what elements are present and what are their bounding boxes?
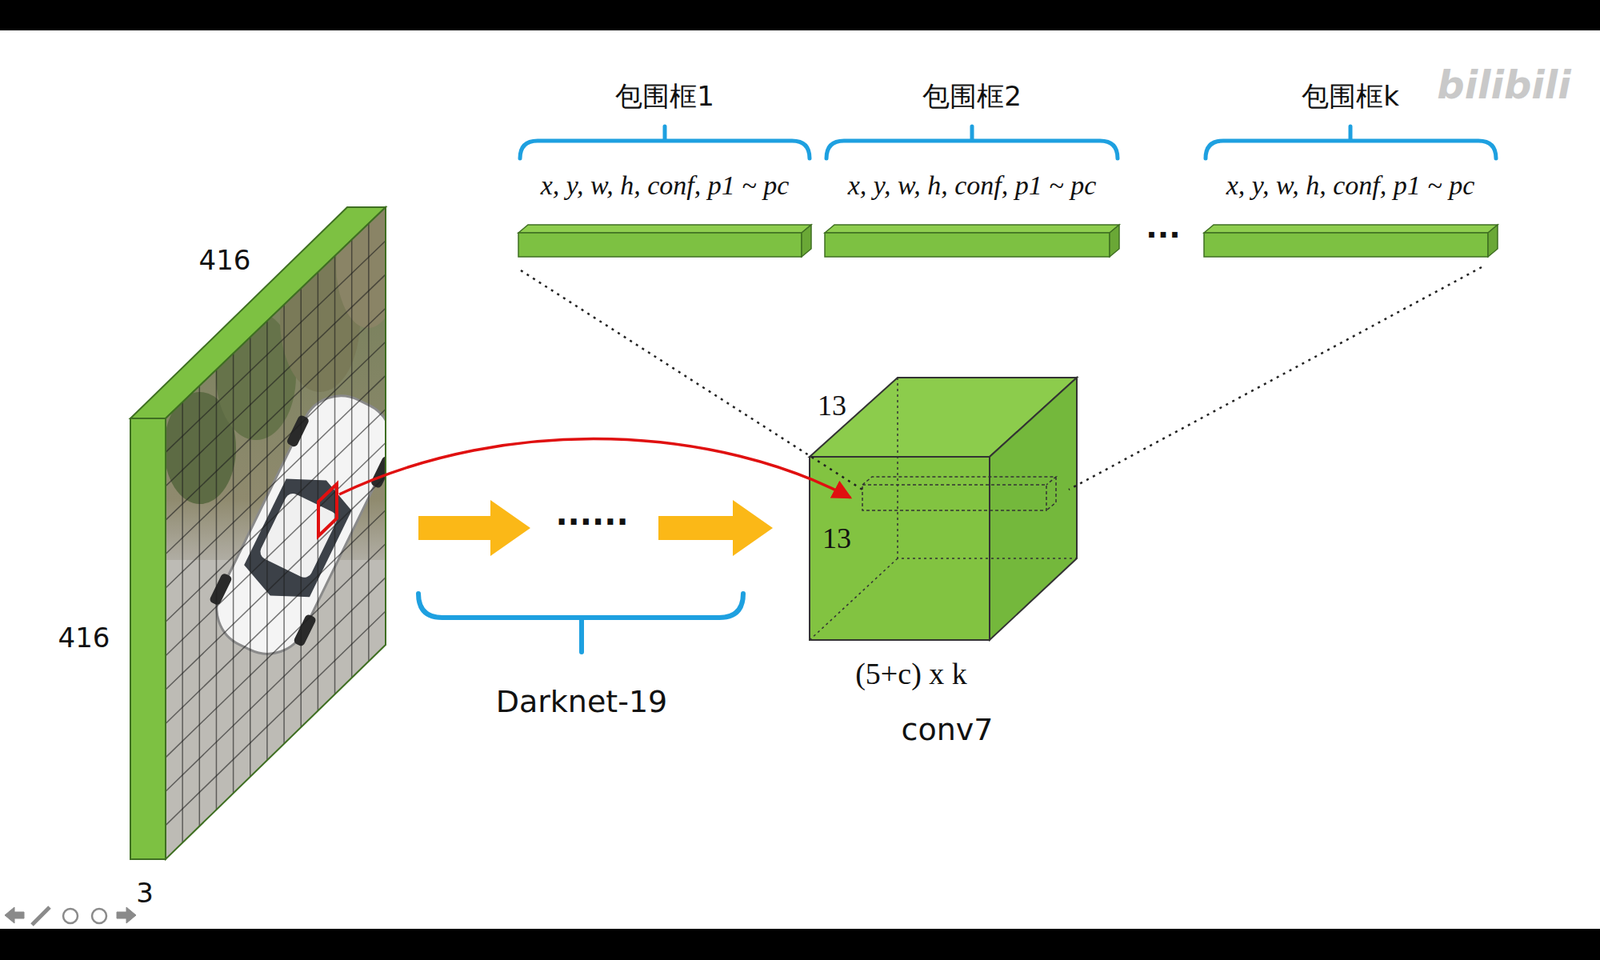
grid-line (300, 288, 302, 728)
grid-line (368, 223, 370, 661)
bracket (520, 126, 810, 159)
grid-line (283, 304, 285, 744)
player-controls (4, 907, 136, 925)
dimension-label: 416 (199, 244, 252, 277)
module-label: Darknet-19 (496, 684, 668, 721)
vector-bar (518, 224, 812, 257)
bbox-vector: 包围框2 x, y, w, h, conf, p1 ~ pc (824, 76, 1120, 260)
layer-name: conv7 (901, 712, 994, 749)
grid-line (216, 369, 218, 810)
input-image-node: 416 416 3 (48, 200, 400, 920)
top-bar (0, 0, 1600, 31)
bracket (826, 126, 1118, 159)
grid-line (351, 240, 353, 679)
grid-line (249, 336, 252, 776)
grid-line (165, 408, 386, 622)
bottom-bar (0, 928, 1600, 960)
dimension-label: 13 (822, 521, 852, 556)
grid-line (165, 476, 386, 690)
bbox-heading: 包围框2 (922, 80, 1022, 113)
leader-line (1068, 267, 1482, 490)
output-tensor-node: 13 13 (5+c) x k conv7 (800, 368, 1088, 760)
grid-line (165, 375, 386, 588)
grid-line (181, 402, 184, 844)
flow-arrow (418, 500, 531, 556)
leader-line (520, 270, 863, 490)
ellipsis: ... (1145, 209, 1180, 247)
grid-line (165, 341, 386, 554)
grid-line (199, 385, 201, 826)
grid-line (232, 353, 235, 794)
grid-line (165, 510, 386, 724)
bbox-fields: x, y, w, h, conf, p1 ~ pc (848, 169, 1096, 203)
bracket (418, 593, 744, 652)
vector-bar (1204, 224, 1498, 257)
dimension-label: 13 (817, 388, 847, 424)
vector-bar (824, 224, 1120, 257)
ellipsis: ...... (555, 494, 628, 533)
grid-line (165, 611, 386, 826)
dimension-label: 416 (58, 621, 111, 655)
bbox-heading: 包围框k (1301, 80, 1400, 113)
grid-line (266, 320, 268, 760)
grid-line (165, 240, 386, 452)
bbox-fields: x, y, w, h, conf, p1 ~ pc (540, 169, 789, 203)
bbox-vector: 包围框1 x, y, w, h, conf, p1 ~ pc (518, 76, 812, 260)
feature-cube (809, 377, 1077, 640)
grid-line (317, 272, 320, 711)
grid-line (165, 577, 386, 792)
grid-line (165, 443, 386, 656)
grid-line (165, 544, 386, 758)
flow-arrow (658, 500, 773, 556)
watermark: bilibili (1436, 62, 1571, 109)
mapping-arrow (339, 438, 851, 498)
bbox-heading: 包围框1 (615, 80, 715, 113)
bbox-fields: x, y, w, h, conf, p1 ~ pc (1226, 169, 1475, 203)
selected-cell (318, 484, 337, 536)
dimension-label: 3 (136, 876, 154, 910)
bracket (1205, 126, 1496, 159)
grid-line (334, 256, 336, 695)
channel-label: (5+c) x k (855, 656, 968, 693)
input-image (130, 200, 412, 864)
grid-line (165, 274, 386, 487)
